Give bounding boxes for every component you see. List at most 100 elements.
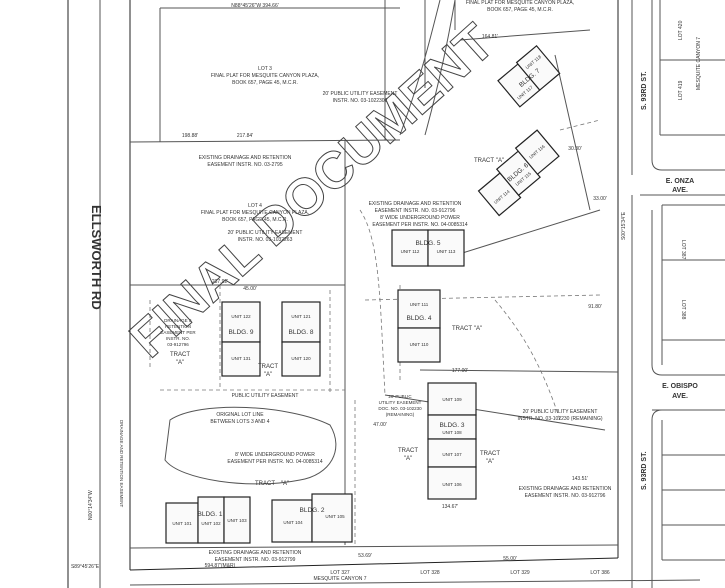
- unit-122: UNIT 122: [231, 314, 251, 319]
- building-5: BLDG. 5 UNIT 112 UNIT 113: [391, 229, 465, 267]
- unit-101: UNIT 101: [172, 521, 192, 526]
- tract-a-quote: "A": [474, 326, 482, 332]
- tract-a-label: TRACT: [474, 158, 494, 164]
- unit-120: UNIT 120: [291, 356, 311, 361]
- svg-text:MESQUITE CANYON 7: MESQUITE CANYON 7: [696, 37, 702, 90]
- svg-text:EASEMENT INSTR. NO. 03-912799: EASEMENT INSTR. NO. 03-912799: [215, 557, 296, 563]
- svg-text:594.87'(M&R): 594.87'(M&R): [205, 563, 236, 569]
- svg-text:INSTR. NO. 03-1032263: INSTR. NO. 03-1032263: [238, 237, 293, 243]
- svg-text:EXISTING DRAINAGE AND RETENTIO: EXISTING DRAINAGE AND RETENTION: [199, 155, 292, 161]
- s-93rd-st-lower-label: S. 93RD ST.: [641, 451, 648, 490]
- building-1: BLDG. 1 UNIT 101 UNIT 102 UNIT 103: [165, 496, 251, 544]
- e-obispo-label: E. OBISPO: [662, 383, 698, 390]
- svg-text:DOC. NO. 03-102230: DOC. NO. 03-102230: [378, 406, 422, 411]
- e-onza-label: E. ONZA: [666, 178, 694, 185]
- svg-text:BETWEEN LOTS 3 AND 4: BETWEEN LOTS 3 AND 4: [210, 419, 269, 425]
- svg-text:INSTR. NO. 03-1022302: INSTR. NO. 03-1022302: [333, 98, 388, 104]
- svg-text:INSTR. NO. 03-102230 (REMAININ: INSTR. NO. 03-102230 (REMAINING): [517, 416, 602, 422]
- svg-text:PUBLIC UTILITY EASEMENT: PUBLIC UTILITY EASEMENT: [232, 393, 299, 399]
- svg-text:20' PUBLIC UTILITY EASEMENT: 20' PUBLIC UTILITY EASEMENT: [523, 409, 598, 415]
- tract-a-label: TRACT: [452, 326, 472, 332]
- svg-text:(REMAINING): (REMAINING): [386, 412, 415, 417]
- svg-text:EASEMENT PER: EASEMENT PER: [160, 330, 196, 335]
- unit-107: UNIT 107: [442, 452, 462, 457]
- building-9: UNIT 122 BLDG. 9 UNIT 131: [221, 301, 261, 377]
- svg-text:47.00': 47.00': [373, 422, 387, 428]
- building-5-name: BLDG. 5: [416, 240, 441, 247]
- tract-a-quote: "A": [496, 158, 504, 164]
- ave-label: AVE.: [672, 393, 688, 400]
- parcel-lot3: LOT 3 FINAL PLAT FOR MESQUITE CANYON PLA…: [211, 66, 319, 86]
- svg-text:EASEMENT INSTR. NO. 03-912796: EASEMENT INSTR. NO. 03-912796: [375, 208, 456, 214]
- tract-a-quote: "A": [486, 459, 494, 465]
- svg-text:BOOK 657, PAGE 45, M.C.R.: BOOK 657, PAGE 45, M.C.R.: [487, 7, 553, 13]
- svg-text:FINAL PLAT FOR MESQUITE CANYON: FINAL PLAT FOR MESQUITE CANYON PLAZA,: [211, 73, 319, 79]
- unit-103: UNIT 103: [227, 518, 247, 523]
- svg-text:33.00': 33.00': [593, 196, 607, 202]
- svg-text:FINAL PLAT FOR MESQUITE CANYON: FINAL PLAT FOR MESQUITE CANYON PLAZA,: [201, 210, 309, 216]
- svg-text:BOOK 657, PAGE 45, M.C.R.: BOOK 657, PAGE 45, M.C.R.: [232, 80, 298, 86]
- svg-text:20' PUBLIC UTILITY EASEMENT: 20' PUBLIC UTILITY EASEMENT: [228, 230, 303, 236]
- svg-text:DRAINAGE AND RETENTION EASEMEN: DRAINAGE AND RETENTION EASEMENT: [119, 420, 124, 508]
- svg-text:8' WIDE UNDERGROUND POWER: 8' WIDE UNDERGROUND POWER: [235, 452, 315, 458]
- building-3: UNIT 109 BLDG. 3 UNIT 108 UNIT 107 UNIT …: [427, 382, 477, 500]
- svg-text:BOOK 657, PAGE 45, M.C.R.: BOOK 657, PAGE 45, M.C.R.: [222, 217, 288, 223]
- svg-text:EASEMENT PER INSTR. NO. 04-008: EASEMENT PER INSTR. NO. 04-0085314: [372, 222, 467, 228]
- svg-text:217.84': 217.84': [237, 133, 253, 139]
- svg-text:UTILITY EASEMENT: UTILITY EASEMENT: [379, 400, 422, 405]
- svg-text:134.67': 134.67': [442, 504, 458, 510]
- building-8: UNIT 121 BLDG. 8 UNIT 120: [281, 301, 321, 377]
- svg-text:198.88': 198.88': [182, 133, 198, 139]
- tract-a-label: TRACT: [255, 481, 275, 487]
- svg-text:LOT 3: LOT 3: [258, 66, 272, 72]
- unit-106: UNIT 106: [442, 482, 462, 487]
- svg-text:N00°14'34"W: N00°14'34"W: [88, 490, 94, 520]
- svg-text:45.00': 45.00': [243, 286, 257, 292]
- svg-text:55.00': 55.00': [503, 556, 517, 562]
- svg-text:EXISTING DRAINAGE AND RETENTIO: EXISTING DRAINAGE AND RETENTION: [209, 550, 302, 556]
- tract-a-quote: "A": [281, 481, 289, 487]
- svg-text:LOT 4: LOT 4: [248, 203, 262, 209]
- tract-a-label: TRACT: [258, 364, 278, 370]
- building-8-name: BLDG. 8: [289, 329, 314, 336]
- svg-text:EXISTING DRAINAGE AND RETENTIO: EXISTING DRAINAGE AND RETENTION: [369, 201, 462, 207]
- unit-108: UNIT 108: [442, 430, 462, 435]
- svg-text:RETENTION: RETENTION: [165, 324, 191, 329]
- svg-text:LOT 327: LOT 327: [330, 570, 350, 576]
- svg-text:143.51': 143.51': [572, 476, 588, 482]
- parcel-top-plat: FINAL PLAT FOR MESQUITE CANYON PLAZA, BO…: [466, 0, 574, 13]
- svg-text:FINAL PLAT FOR MESQUITE CANYON: FINAL PLAT FOR MESQUITE CANYON PLAZA,: [466, 0, 574, 6]
- svg-text:8' WIDE UNDERGROUND POWER: 8' WIDE UNDERGROUND POWER: [380, 215, 460, 221]
- svg-text:EASEMENT INSTR. NO. 03-912796: EASEMENT INSTR. NO. 03-912796: [525, 493, 606, 499]
- svg-text:177.00': 177.00': [452, 368, 468, 374]
- building-2: BLDG. 2 UNIT 104 UNIT 105: [271, 493, 353, 543]
- svg-text:MESQUITE CANYON 7: MESQUITE CANYON 7: [313, 576, 366, 582]
- unit-113: UNIT 113: [437, 249, 456, 254]
- street-labels: ELLSWORTH RD S. 93RD ST. S. 93RD ST. E. …: [89, 71, 698, 490]
- building-3-name: BLDG. 3: [440, 422, 465, 429]
- svg-text:53.69': 53.69': [358, 553, 372, 559]
- svg-text:EASEMENT PER INSTR. NO. 04-008: EASEMENT PER INSTR. NO. 04-0085314: [227, 459, 322, 465]
- unit-131: UNIT 131: [231, 356, 251, 361]
- svg-text:LOT 329: LOT 329: [510, 570, 530, 576]
- svg-text:S00°15'34"E: S00°15'34"E: [621, 211, 627, 240]
- building-4-name: BLDG. 4: [407, 315, 432, 322]
- dimension-labels: N88°45'26"W 394.66' 164.81' 217.84' 198.…: [71, 3, 627, 570]
- unit-104: UNIT 104: [283, 520, 303, 525]
- tract-a-quote: "A": [264, 372, 272, 378]
- ave-label: AVE.: [672, 187, 688, 194]
- parcel-lot4: LOT 4 FINAL PLAT FOR MESQUITE CANYON PLA…: [201, 203, 309, 223]
- street-grid: [631, 0, 725, 588]
- ellsworth-rd-label: ELLSWORTH RD: [89, 205, 104, 310]
- unit-109: UNIT 109: [442, 397, 462, 402]
- svg-text:EASEMENT INSTR. NO. 03-2795: EASEMENT INSTR. NO. 03-2795: [207, 162, 282, 168]
- svg-text:DRAINAGE &: DRAINAGE &: [164, 318, 192, 323]
- unit-112: UNIT 112: [401, 249, 420, 254]
- unit-111: UNIT 111: [410, 302, 429, 307]
- svg-text:30.30': 30.30': [568, 146, 582, 152]
- lot-labels: LOT 327 LOT 328 LOT 329 LOT 386 LOT 387 …: [330, 20, 702, 576]
- tract-a-label: TRACT: [480, 451, 500, 457]
- svg-text:LOT 328: LOT 328: [420, 570, 440, 576]
- svg-text:LOT 388: LOT 388: [680, 300, 686, 320]
